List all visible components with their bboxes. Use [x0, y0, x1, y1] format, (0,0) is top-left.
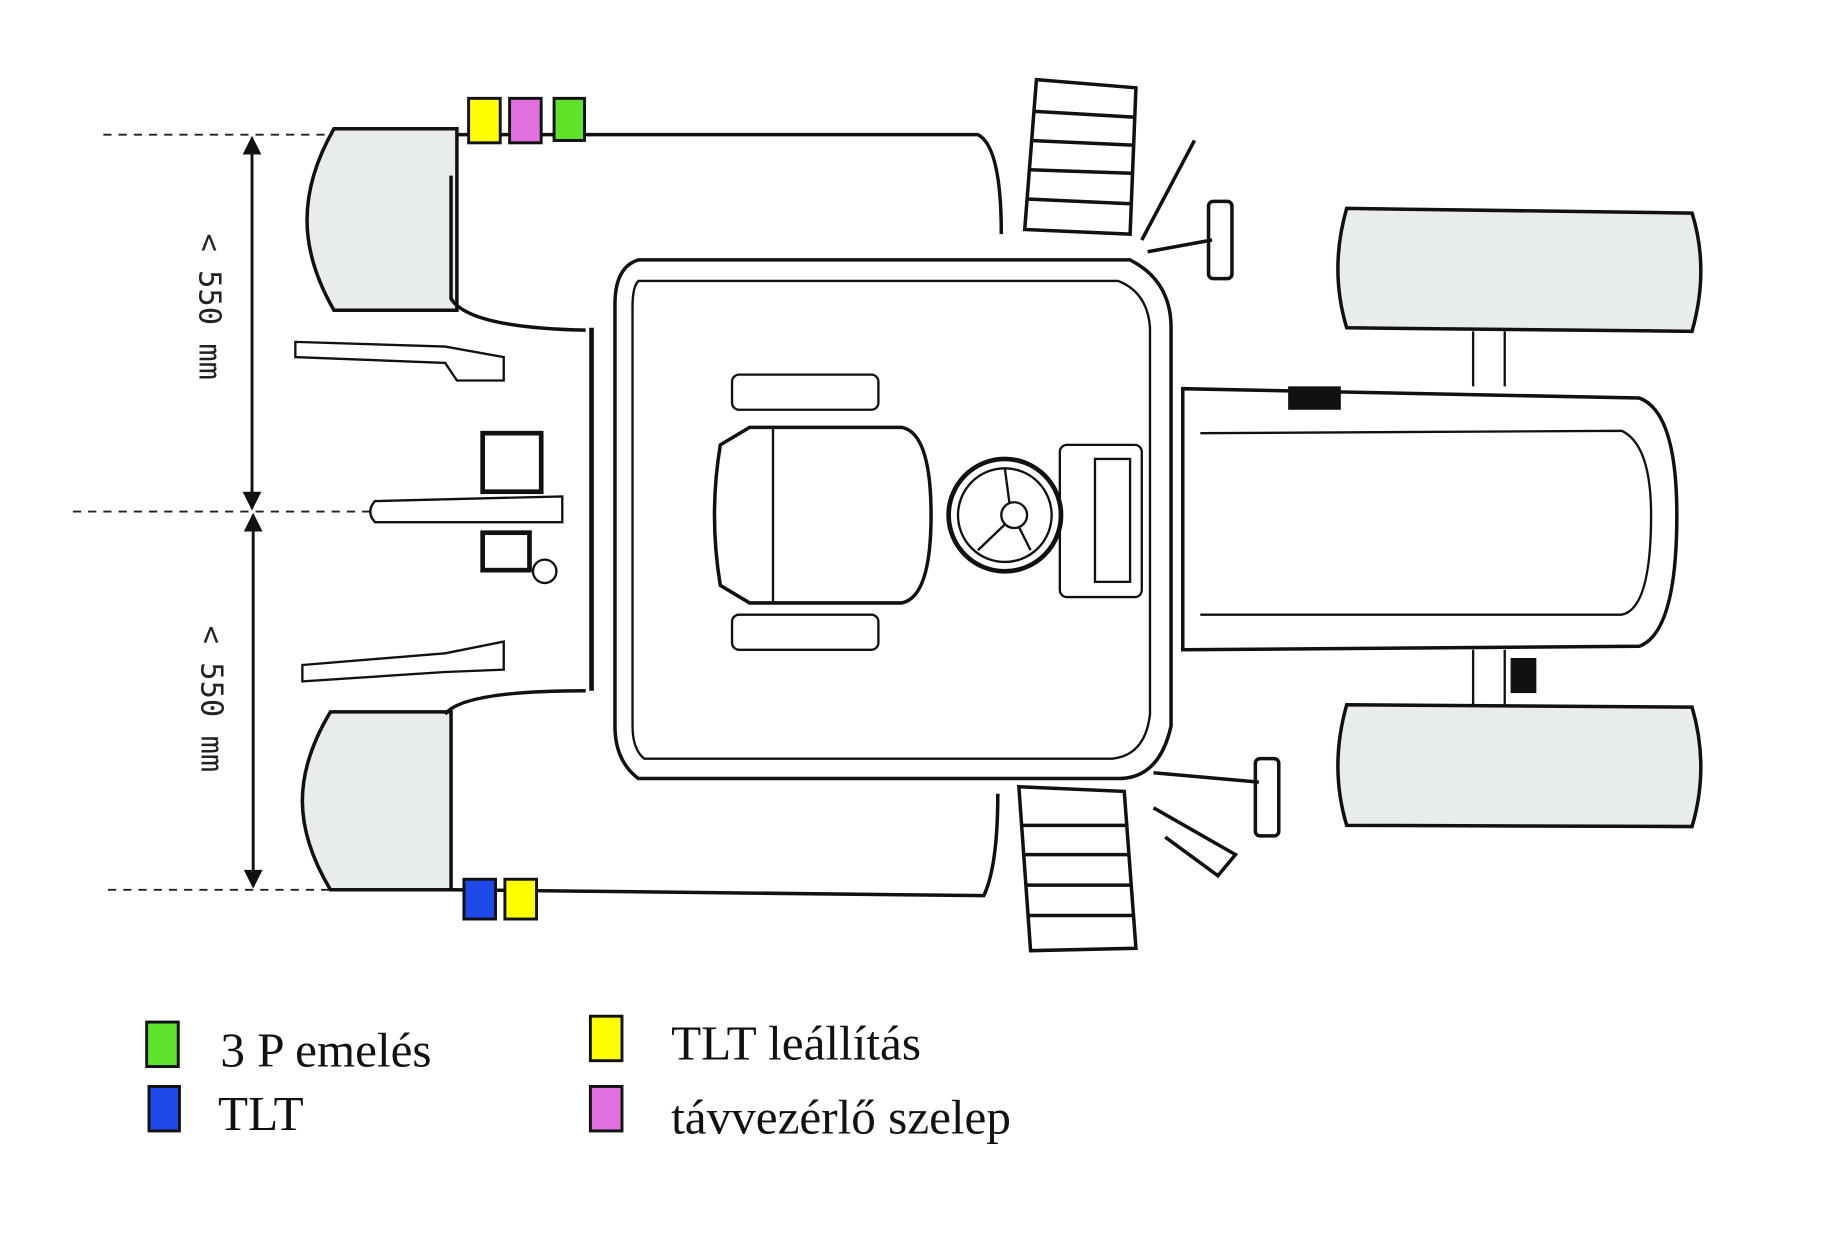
steering-wheel	[946, 456, 1064, 574]
hood	[1181, 386, 1679, 652]
dashboard	[1058, 443, 1143, 599]
legend-item-tlt-stop: TLT leállítás	[588, 1014, 921, 1071]
lower-dimension-label: < 550 mm	[194, 626, 229, 773]
pto-housing	[480, 430, 544, 495]
right-fender	[443, 688, 1000, 898]
hitch-pin	[531, 558, 558, 585]
arrowhead	[243, 512, 263, 532]
arrowhead	[242, 491, 262, 511]
bottom-markers	[462, 877, 538, 921]
legend-label: TLT	[218, 1086, 304, 1141]
arrowhead	[243, 869, 263, 889]
legend-label: TLT leállítás	[671, 1016, 921, 1071]
marker-remote-valve	[508, 96, 543, 145]
arrowhead	[242, 135, 262, 155]
tractor-top-view	[294, 77, 1703, 953]
display-panel	[1093, 457, 1132, 584]
left-mirror	[1140, 139, 1234, 281]
front-left-tire	[1336, 206, 1703, 334]
marker-3p-lift	[552, 96, 586, 142]
legend-item-remote-valve: távvezérlő szelep	[588, 1084, 1011, 1144]
legend-swatch	[145, 1020, 180, 1069]
legend-label: 3 P emelés	[220, 1023, 431, 1078]
upper-dimension-label: < 550 mm	[191, 233, 226, 380]
legend-item-tlt: TLT	[147, 1084, 304, 1141]
front-axle	[1471, 331, 1506, 705]
front-right-tire	[1336, 703, 1703, 829]
operator-seat	[712, 373, 933, 651]
hood-vent	[1288, 386, 1341, 410]
right-mirror	[1152, 756, 1281, 879]
legend: 3 P emelés TLT TLT leállítás távvezérlő …	[145, 1014, 1011, 1144]
legend-swatch	[588, 1014, 624, 1063]
hitch-bracket	[480, 530, 532, 573]
legend-swatch	[147, 1084, 181, 1133]
marker-tlt	[462, 877, 498, 921]
left-fender	[449, 132, 1004, 332]
legend-item-3p-lift: 3 P emelés	[145, 1020, 432, 1078]
dimension-lines: < 550 mm < 550 mm	[72, 133, 460, 891]
right-step-ladder	[1016, 784, 1138, 953]
lower-link-right	[301, 640, 505, 683]
left-step-ladder	[1022, 77, 1138, 236]
rear-right-tire	[300, 710, 453, 892]
cab	[613, 258, 1173, 781]
front-weight-bracket	[1510, 657, 1537, 694]
cab-inner-outline	[631, 279, 1152, 760]
lower-link-left	[294, 340, 505, 382]
top-markers	[467, 96, 586, 145]
top-link	[369, 495, 564, 524]
legend-label: távvezérlő szelep	[671, 1089, 1011, 1144]
legend-swatch	[588, 1084, 624, 1133]
marker-tlt-stop	[503, 877, 538, 921]
rear-left-tire	[305, 127, 459, 313]
marker-tlt-stop	[467, 96, 502, 145]
hood-inner	[1200, 429, 1653, 616]
